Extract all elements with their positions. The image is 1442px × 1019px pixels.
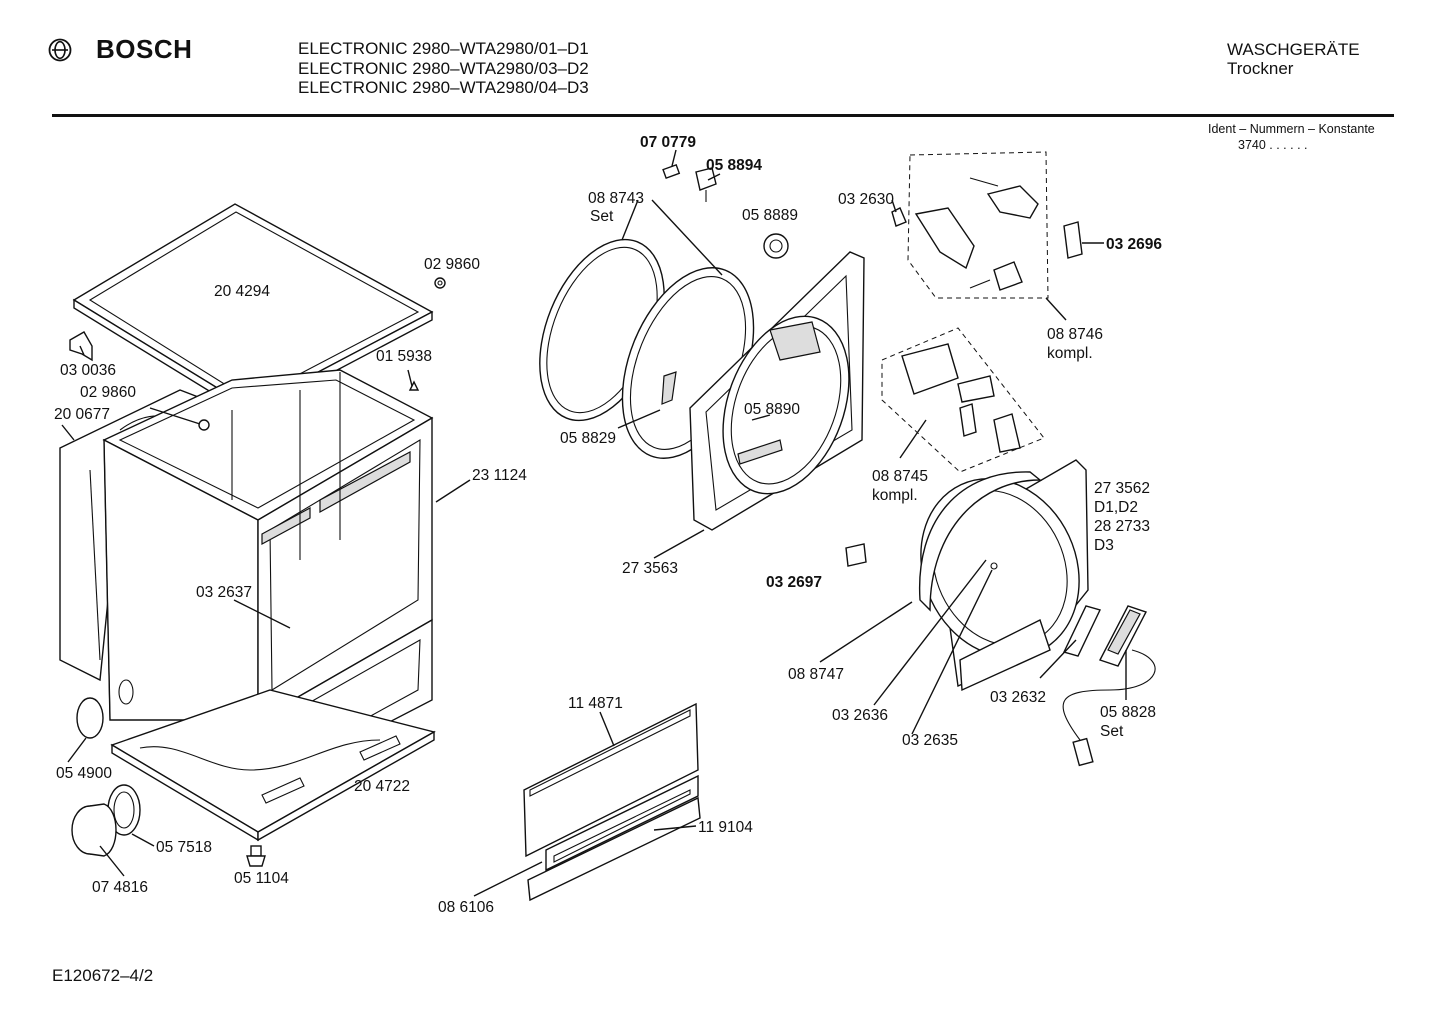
label-088743: 08 8743	[588, 190, 644, 207]
label-029860-top: 02 9860	[424, 256, 480, 273]
label-273562: 27 3562	[1094, 480, 1150, 497]
label-119104: 11 9104	[698, 819, 753, 836]
label-032635: 03 2635	[902, 732, 958, 749]
label-058828: 05 8828	[1100, 704, 1156, 721]
label-200677: 20 0677	[54, 406, 110, 423]
brand-name: BOSCH	[96, 34, 193, 64]
label-058889: 05 8889	[742, 207, 798, 224]
label-086106: 08 6106	[438, 899, 494, 916]
category-block: WASCHGERÄTE Trockner	[1227, 40, 1360, 78]
label-114871: 11 4871	[568, 695, 623, 712]
label-282733: 28 2733	[1094, 518, 1150, 535]
label-032632: 03 2632	[990, 689, 1046, 706]
label-273563: 27 3563	[622, 560, 678, 577]
label-058894: 05 8894	[706, 157, 762, 174]
model-list: ELECTRONIC 2980–WTA2980/01–D1 ELECTRONIC…	[298, 39, 589, 98]
label-282733-variant: D3	[1094, 537, 1114, 554]
front-bearing-panel-drawing	[689, 233, 865, 531]
label-231124: 23 1124	[472, 467, 527, 484]
label-054900: 05 4900	[56, 765, 112, 782]
model-line-1: ELECTRONIC 2980–WTA2980/01–D1	[298, 39, 589, 58]
label-032696: 03 2696	[1106, 236, 1162, 253]
label-015938: 01 5938	[376, 348, 432, 365]
part-labels: 07 0779 05 8894 08 8743 Set 05 8889 03 2…	[54, 134, 1162, 916]
label-057518: 05 7518	[156, 839, 212, 856]
label-058828-set: Set	[1100, 723, 1124, 740]
label-070779: 07 0779	[640, 134, 696, 151]
base-plate-drawing	[110, 689, 436, 842]
model-line-2: ELECTRONIC 2980–WTA2980/03–D2	[298, 58, 589, 78]
door-frame-drawing	[918, 459, 1089, 692]
control-panel-drawing	[523, 702, 701, 902]
label-088745: 08 8745	[872, 468, 928, 485]
label-204294: 20 4294	[214, 283, 270, 300]
label-058829: 05 8829	[560, 430, 616, 447]
category-sub: Trockner	[1227, 59, 1294, 78]
brand-header: BOSCH	[48, 34, 192, 65]
category-main: WASCHGERÄTE	[1227, 40, 1360, 59]
label-058890: 05 8890	[744, 401, 800, 418]
label-088745-kompl: kompl.	[872, 487, 918, 504]
header-divider	[52, 114, 1394, 117]
document-id: E120672–4/2	[52, 966, 154, 985]
label-029860-side: 02 9860	[80, 384, 136, 401]
ident-block: Ident – Nummern – Konstante 3740 . . . .…	[1208, 121, 1375, 153]
label-032636: 03 2636	[832, 707, 888, 724]
label-032630: 03 2630	[838, 191, 894, 208]
ident-value: 3740 . . . . . .	[1238, 138, 1308, 152]
leader-lines	[61, 149, 1127, 897]
ident-label: Ident – Nummern – Konstante	[1208, 122, 1375, 136]
bosch-armature-logo-icon	[48, 38, 72, 61]
label-030036: 03 0036	[60, 362, 116, 379]
model-line-3: ELECTRONIC 2980–WTA2980/04–D3	[298, 78, 589, 97]
switch-parts-drawing	[662, 163, 1083, 567]
label-032697: 03 2697	[766, 574, 822, 591]
kit-outline-088745	[881, 327, 1045, 473]
label-088746: 08 8746	[1047, 326, 1103, 343]
label-204722: 20 4722	[354, 778, 410, 795]
small-parts-left	[69, 277, 446, 867]
label-032637: 03 2637	[196, 584, 252, 601]
lamp-and-cable-drawing	[1062, 605, 1156, 767]
label-088747: 08 8747	[788, 666, 844, 683]
label-088746-kompl: kompl.	[1047, 345, 1093, 362]
label-273562-variant: D1,D2	[1094, 499, 1138, 516]
label-051104: 05 1104	[234, 870, 289, 887]
label-074816: 07 4816	[92, 879, 148, 896]
label-088743-set: Set	[590, 208, 614, 225]
cabinet-body-drawing	[59, 369, 434, 792]
